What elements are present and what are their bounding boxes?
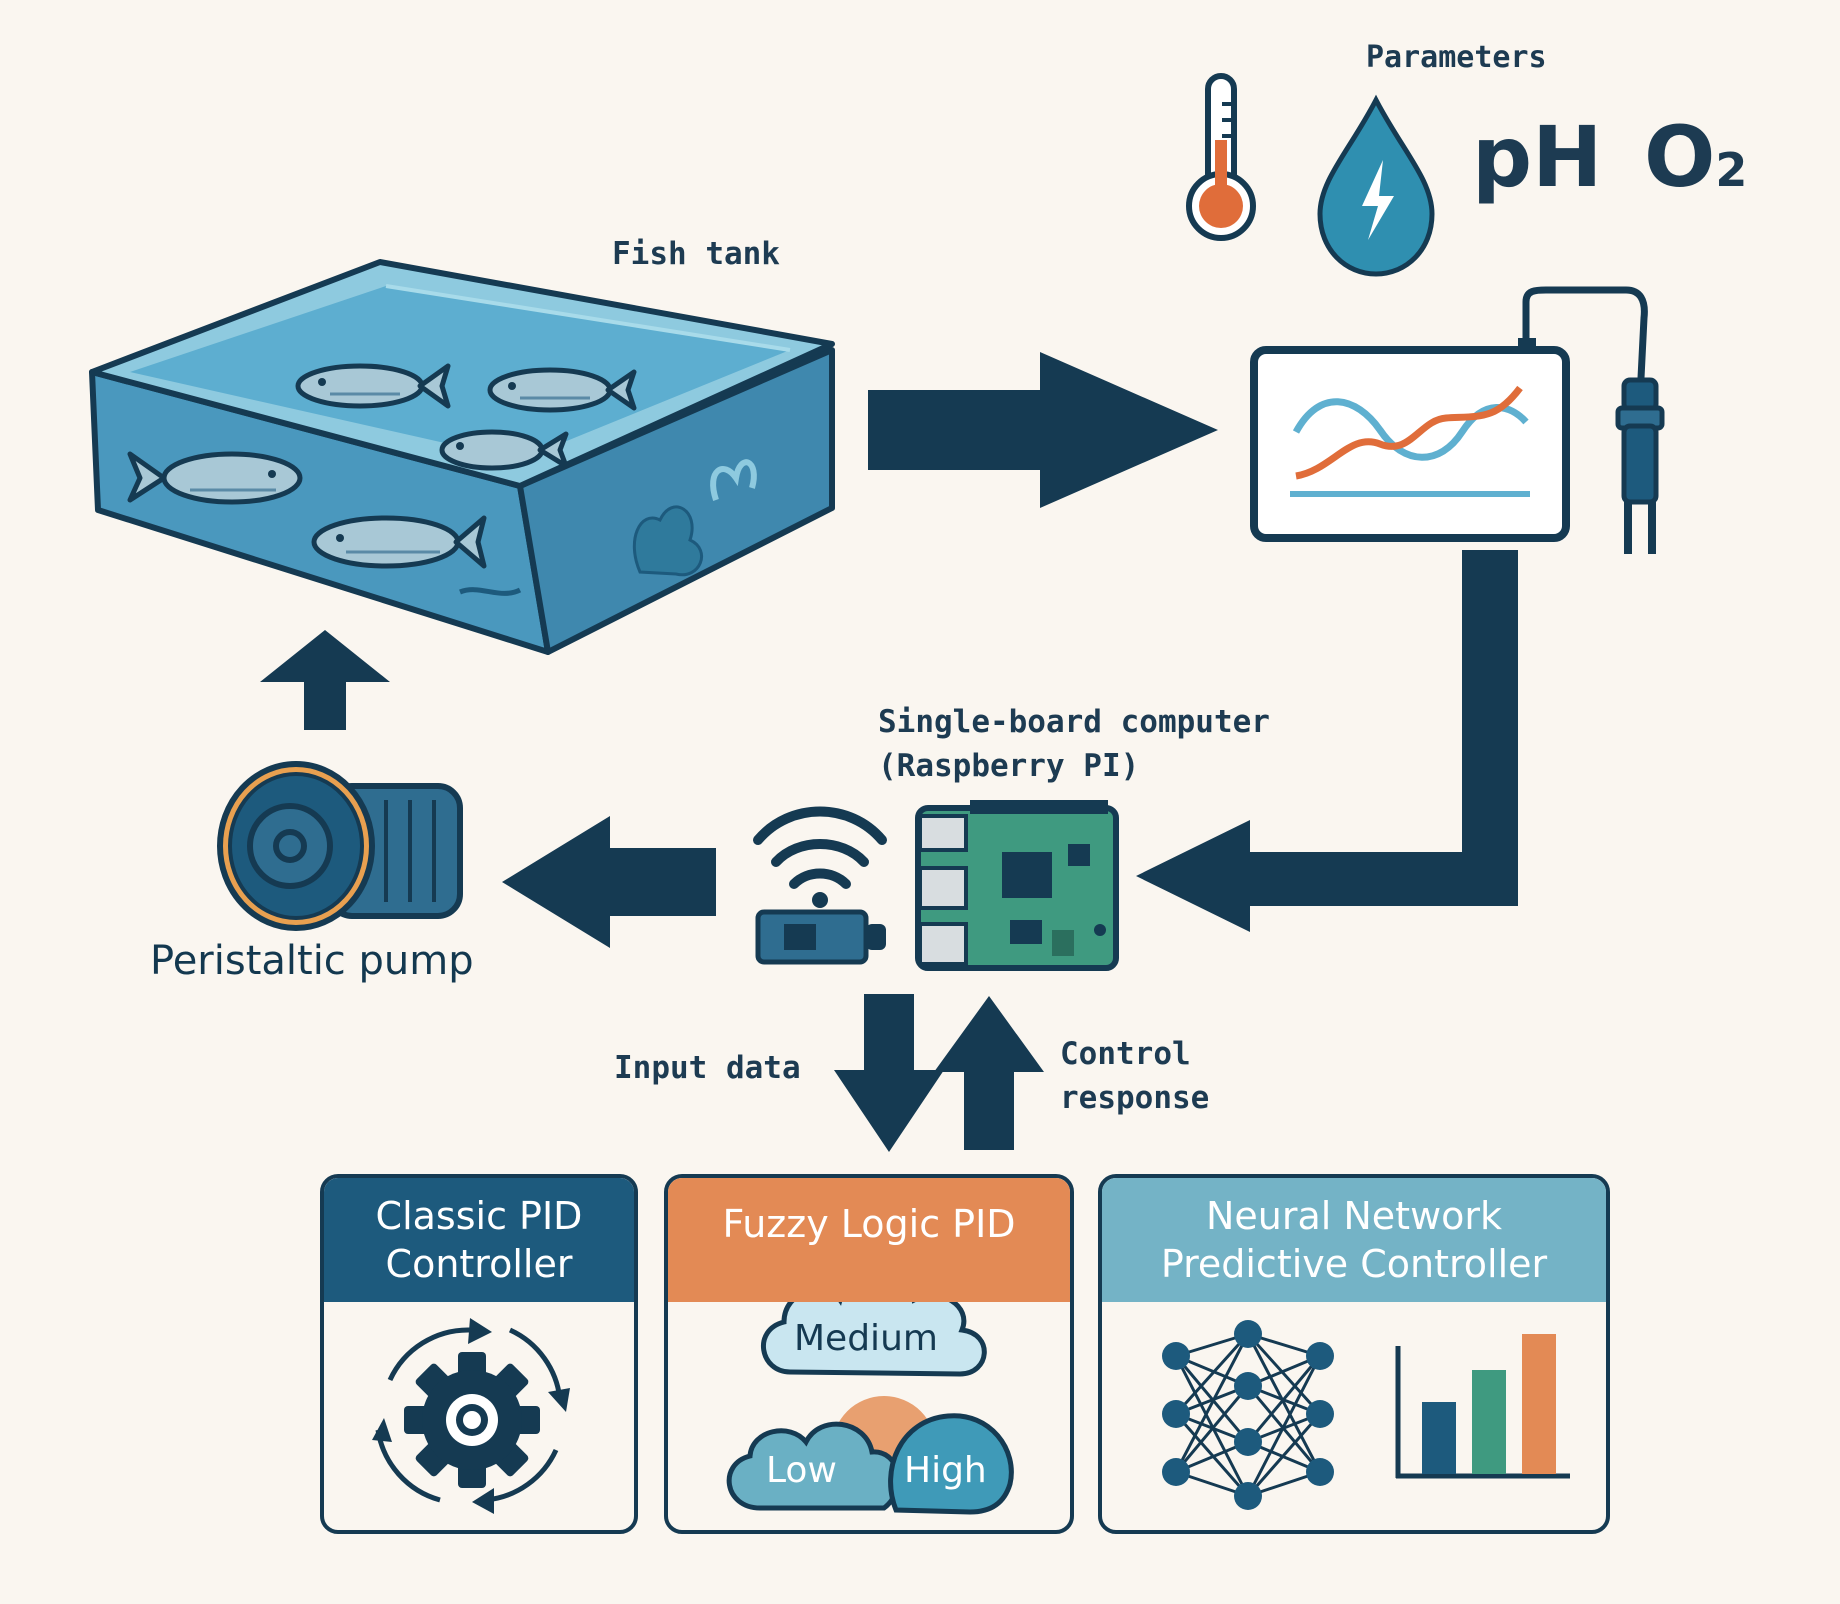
arrow-left-l [1136, 550, 1518, 932]
fuzzy-low-label: Low [766, 1450, 837, 1491]
control-response-line1: Control [1060, 1036, 1191, 1072]
fuzzy-medium-label: Medium [794, 1318, 938, 1359]
arrow-up-response [934, 996, 1044, 1150]
parameters-title: Parameters [1366, 40, 1547, 75]
fish-icon [439, 429, 569, 471]
wifi-module [755, 909, 886, 965]
fish-tank [89, 259, 835, 655]
fish-icon [311, 515, 487, 569]
arrow-down-input [834, 994, 944, 1152]
computer-label-line1: Single-board computer [878, 704, 1270, 740]
raspberry-pi-board [915, 800, 1119, 971]
fish-icon [127, 451, 303, 505]
sensor-probe-icon [1615, 377, 1665, 554]
sensor-monitor [1250, 286, 1648, 542]
wifi-icon [753, 806, 887, 889]
gear-cycle-icon [372, 1318, 570, 1514]
classic-pid-title-2: Controller [385, 1242, 573, 1286]
o2-label: O2 [1644, 108, 1747, 206]
fuzzy-pid-box: Fuzzy Logic PID [664, 1174, 1074, 1534]
nn-connection [1246, 1413, 1322, 1497]
nn-connection [1246, 1332, 1322, 1416]
nn-connection [1246, 1333, 1322, 1473]
arrow-up [260, 630, 390, 730]
o2-letter: O [1644, 108, 1716, 206]
nn-connection [1174, 1333, 1250, 1473]
control-response-line2: response [1060, 1080, 1210, 1116]
classic-pid-title-1: Classic PID [375, 1194, 583, 1238]
nn-connection [1246, 1355, 1322, 1443]
neural-network-header: Neural Network Predictive Controller [1102, 1178, 1606, 1302]
pump-label: Peristaltic pump [150, 938, 474, 984]
arrow-left [502, 816, 716, 948]
ph-label: pH [1472, 108, 1603, 206]
thermometer-icon [1186, 73, 1256, 241]
nn-connection [1174, 1332, 1250, 1416]
pump-icon [217, 761, 463, 931]
neural-network-title-1: Neural Network [1205, 1194, 1503, 1238]
fuzzy-pid-header: Fuzzy Logic PID [668, 1178, 1070, 1302]
nn-connection [1174, 1355, 1250, 1497]
fuzzy-pid-title: Fuzzy Logic PID [722, 1202, 1016, 1246]
input-data-label: Input data [614, 1050, 801, 1086]
o2-subscript: 2 [1715, 143, 1748, 197]
nn-connection [1174, 1385, 1250, 1473]
nn-connection [1174, 1413, 1250, 1497]
neural-network-title-2: Predictive Controller [1160, 1242, 1548, 1286]
fish-tank-label: Fish tank [612, 236, 780, 272]
fuzzy-high-label: High [904, 1450, 987, 1491]
bar-chart-icon [1395, 1334, 1570, 1479]
neural-network-icon [1162, 1320, 1334, 1510]
nn-connection [1246, 1355, 1322, 1497]
arrow-right [868, 352, 1218, 508]
fish-icon [487, 367, 637, 413]
classic-pid-box: Classic PID Controller [320, 1174, 638, 1534]
classic-pid-header: Classic PID Controller [324, 1178, 634, 1302]
neural-network-box: Neural Network Predictive Controller [1098, 1174, 1610, 1534]
fish-icon [295, 363, 451, 409]
water-drop-icon [1317, 94, 1435, 277]
computer-label-line2: (Raspberry PI) [878, 748, 1140, 784]
